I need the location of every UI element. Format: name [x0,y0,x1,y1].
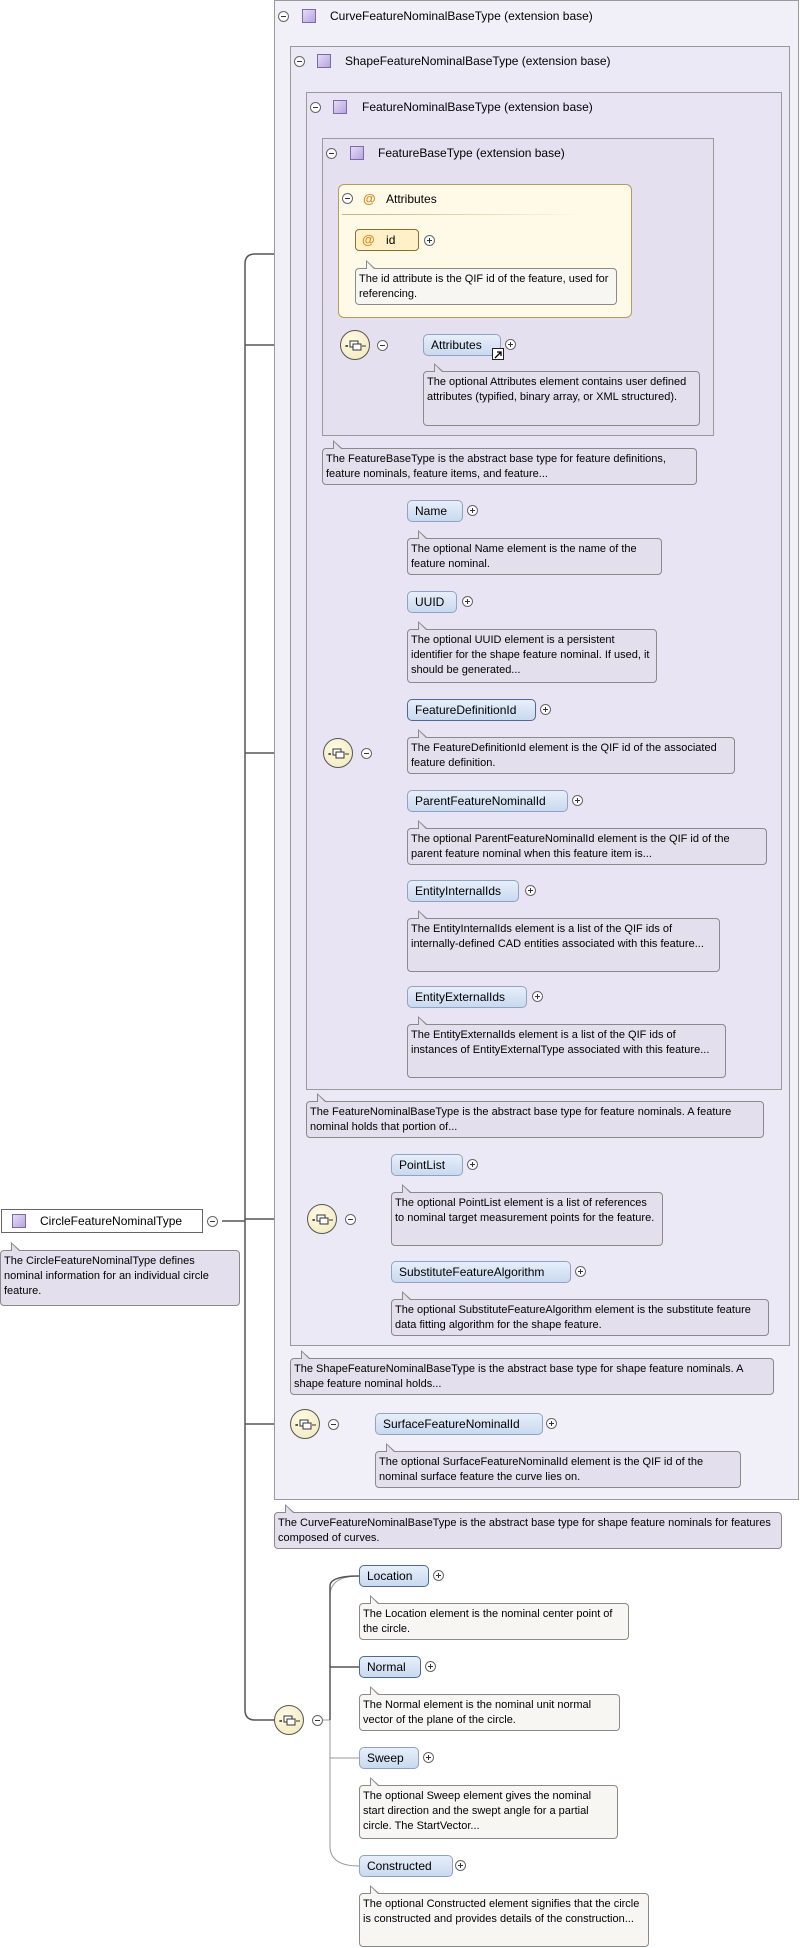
collapse-sequence-icon[interactable] [377,340,388,351]
expand-id-icon[interactable] [424,235,435,246]
expand-feature-definition-id-icon[interactable] [540,704,551,715]
sweep-annotation: The optional Sweep element gives the nom… [359,1777,618,1839]
surface-feature-nominal-id-annotation: The optional SurfaceFeatureNominalId ele… [375,1443,741,1488]
reference-arrow-icon [492,348,504,360]
complex-type-icon [317,54,331,68]
expand-attributes-icon[interactable] [505,339,516,350]
expand-point-list-icon[interactable] [467,1159,478,1170]
expand-sweep-icon[interactable] [423,1752,434,1763]
root-type-name: CircleFeatureNominalType [40,1214,183,1228]
uuid-element[interactable]: UUID [407,591,457,613]
constructed-element[interactable]: Constructed [359,1855,453,1877]
feature-base-annotation: The FeatureBaseType is the abstract base… [322,440,697,485]
feature-base-title: FeatureBaseType (extension base) [378,146,565,160]
normal-annotation: The Normal element is the nominal unit n… [359,1686,620,1731]
complex-type-icon [302,9,316,23]
point-list-annotation: The optional PointList element is a list… [391,1184,663,1246]
name-element[interactable]: Name [407,500,463,522]
sequence-compositor-icon[interactable] [274,1705,304,1735]
sequence-compositor-icon[interactable] [340,330,370,360]
id-attribute[interactable]: @ id [355,229,419,251]
attribute-at-icon: @ [363,191,376,206]
collapse-root-icon[interactable] [207,1216,218,1227]
normal-element[interactable]: Normal [359,1656,421,1678]
expand-parent-feature-nominal-id-icon[interactable] [572,795,583,806]
substitute-feature-algorithm-element[interactable]: SubstituteFeatureAlgorithm [391,1261,571,1283]
complex-type-icon [350,146,364,160]
expand-substitute-feature-algorithm-icon[interactable] [575,1266,586,1277]
attributes-group-title: Attributes [386,192,437,206]
root-type-box[interactable]: CircleFeatureNominalType [1,1209,203,1233]
location-annotation: The Location element is the nominal cent… [359,1595,629,1640]
collapse-attributes-group-icon[interactable] [342,193,353,204]
expand-normal-icon[interactable] [425,1661,436,1672]
collapse-sequence-icon[interactable] [312,1715,323,1726]
collapse-sequence-icon[interactable] [345,1214,356,1225]
attributes-divider [342,214,582,215]
complex-type-icon [12,1214,26,1228]
constructed-annotation: The optional Constructed element signifi… [359,1885,649,1947]
collapse-curve-base-icon[interactable] [278,11,289,22]
sweep-element[interactable]: Sweep [359,1747,419,1769]
curve-base-title: CurveFeatureNominalBaseType (extension b… [330,9,593,23]
surface-feature-nominal-id-element[interactable]: SurfaceFeatureNominalId [375,1413,543,1435]
entity-internal-ids-element[interactable]: EntityInternalIds [407,880,519,902]
sequence-compositor-icon[interactable] [323,738,353,768]
substitute-feature-algorithm-annotation: The optional SubstituteFeatureAlgorithm … [391,1291,769,1336]
expand-entity-external-ids-icon[interactable] [532,991,543,1002]
expand-surface-feature-nominal-id-icon[interactable] [546,1418,557,1429]
sequence-compositor-icon[interactable] [307,1204,337,1234]
curve-base-annotation: The CurveFeatureNominalBaseType is the a… [274,1504,782,1549]
parent-feature-nominal-id-element[interactable]: ParentFeatureNominalId [407,790,568,812]
attribute-at-icon: @ [362,232,375,247]
attributes-element[interactable]: Attributes [423,334,501,356]
entity-external-ids-element[interactable]: EntityExternalIds [407,986,527,1008]
attributes-annotation: The optional Attributes element contains… [423,363,700,426]
expand-uuid-icon[interactable] [462,596,473,607]
nominal-base-annotation: The FeatureNominalBaseType is the abstra… [306,1093,764,1138]
entity-internal-ids-annotation: The EntityInternalIds element is a list … [407,910,720,972]
entity-external-ids-annotation: The EntityExternalIds element is a list … [407,1016,726,1078]
collapse-nominal-base-icon[interactable] [310,102,321,113]
shape-base-title: ShapeFeatureNominalBaseType (extension b… [345,54,611,68]
root-annotation: The CircleFeatureNominalType defines nom… [0,1242,240,1306]
nominal-base-title: FeatureNominalBaseType (extension base) [362,100,593,114]
sequence-compositor-icon[interactable] [290,1409,320,1439]
collapse-sequence-icon[interactable] [328,1419,339,1430]
uuid-annotation: The optional UUID element is a persisten… [407,621,657,683]
expand-location-icon[interactable] [433,1570,444,1581]
id-attribute-name: id [386,233,396,247]
collapse-sequence-icon[interactable] [361,748,372,759]
feature-definition-id-annotation: The FeatureDefinitionId element is the Q… [407,729,735,774]
location-element[interactable]: Location [359,1565,429,1587]
parent-feature-nominal-id-annotation: The optional ParentFeatureNominalId elem… [407,820,767,865]
expand-name-icon[interactable] [467,505,478,516]
complex-type-icon [333,100,347,114]
expand-constructed-icon[interactable] [455,1860,466,1871]
id-annotation: The id attribute is the QIF id of the fe… [355,260,617,305]
feature-definition-id-element[interactable]: FeatureDefinitionId [407,699,536,721]
expand-entity-internal-ids-icon[interactable] [525,885,536,896]
point-list-element[interactable]: PointList [391,1154,463,1176]
collapse-shape-base-icon[interactable] [294,56,305,67]
shape-base-annotation: The ShapeFeatureNominalBaseType is the a… [290,1350,774,1395]
collapse-feature-base-icon[interactable] [326,148,337,159]
name-annotation: The optional Name element is the name of… [407,530,662,575]
